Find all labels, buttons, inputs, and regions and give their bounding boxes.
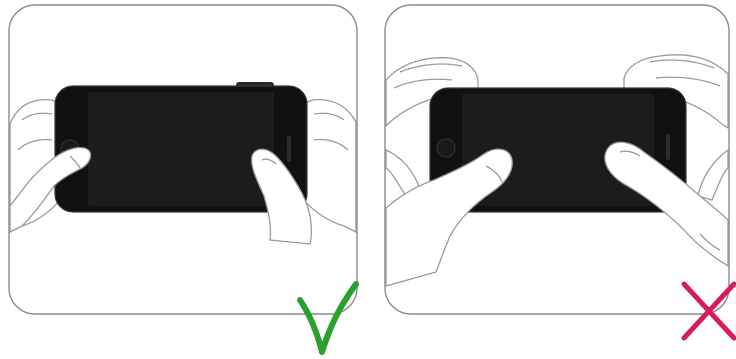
panel-incorrect-grip	[385, 5, 734, 338]
panel-correct-grip	[9, 5, 357, 352]
